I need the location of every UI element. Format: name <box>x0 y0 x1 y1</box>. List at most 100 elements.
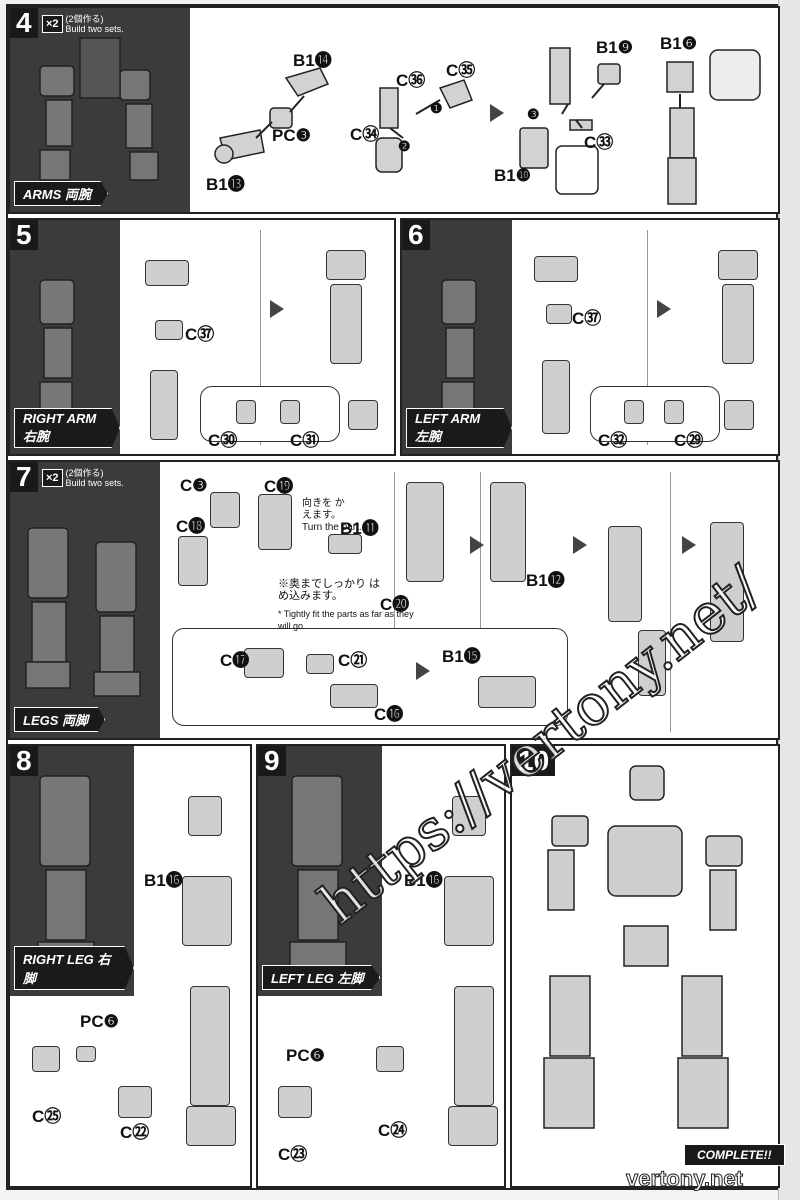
times-note-en: Build two sets. <box>65 478 124 488</box>
model-part-shape <box>348 400 378 430</box>
part-label: PC❸ <box>272 126 311 145</box>
section-label: LEGS 両脚 <box>14 707 106 732</box>
part-label: C⓰ <box>374 705 404 724</box>
arm-assembly-diagram <box>214 47 761 205</box>
model-part-shape <box>444 876 494 946</box>
part-label: PC❻ <box>80 1012 119 1031</box>
part-label: B1⓭ <box>206 175 245 194</box>
model-part-shape <box>244 648 284 678</box>
model-part-shape <box>454 986 494 1106</box>
model-part-shape <box>258 494 292 550</box>
model-part-shape <box>376 1046 404 1072</box>
reference-image: 6 LEFT ARM 左腕 <box>402 220 512 454</box>
step-number: 8 <box>10 746 38 776</box>
model-part-shape <box>76 1046 96 1062</box>
step-number: 5 <box>10 220 38 250</box>
turn-note-jp: 向きを かえます。 <box>302 498 345 521</box>
next-arrow <box>416 662 430 680</box>
model-part-shape <box>542 360 570 434</box>
robot-arm-silhouette <box>39 279 75 413</box>
fit-note-en: * Tightly fit the parts as far as they w… <box>278 609 414 631</box>
part-label: C㉑ <box>338 651 368 670</box>
build-twice-badge: ×2 (2個作る)Build two sets. <box>42 14 124 34</box>
model-part-shape <box>478 676 536 708</box>
reference-image: 5 RIGHT ARM 右腕 <box>10 220 120 454</box>
reference-image: 4 ×2 (2個作る)Build two sets. ARMS 両腕 <box>10 8 190 212</box>
robot-arm-silhouette <box>39 37 159 181</box>
section-label: LEFT ARM 左腕 <box>406 408 512 448</box>
model-part-shape <box>188 796 222 836</box>
model-part-shape <box>306 654 334 674</box>
part-label: B1⓯ <box>442 647 481 666</box>
order-marker: ❷ <box>398 138 411 154</box>
watermark-domain: vertony.net <box>626 1166 744 1192</box>
step-4-panel: 4 ×2 (2個作る)Build two sets. ARMS 両腕 <box>8 6 780 214</box>
instruction-sheet: 4 ×2 (2個作る)Build two sets. ARMS 両腕 <box>6 4 785 1192</box>
reference-image: 9 LEFT LEG 左脚 <box>258 746 382 996</box>
part-label: B1⓫ <box>340 519 379 538</box>
part-label: B1⓮ <box>293 51 332 70</box>
part-label: B1⓬ <box>526 571 565 590</box>
model-part-shape <box>280 400 300 424</box>
model-part-shape <box>326 250 366 280</box>
part-label: C㉟ <box>446 61 476 80</box>
part-label: C㉓ <box>278 1145 308 1164</box>
model-part-shape <box>608 526 642 622</box>
order-marker: ❸ <box>527 106 540 122</box>
robot-legs-silhouette <box>25 527 141 697</box>
step-number: 7 <box>10 462 38 492</box>
model-part-shape <box>406 482 444 582</box>
complete-badge: COMPLETE!! <box>684 1144 785 1166</box>
model-part-shape <box>722 284 754 364</box>
next-arrow <box>470 536 484 554</box>
step-number: 6 <box>402 220 430 250</box>
step-number: 9 <box>258 746 286 776</box>
model-part-shape <box>150 370 178 440</box>
part-label: C㊲ <box>185 325 215 344</box>
step-7-panel: 7 ×2 (2個作る)Build two sets. LEGS 両脚 C❸ C⓳… <box>8 460 780 740</box>
model-part-shape <box>118 1086 152 1118</box>
reference-image: 7 ×2 (2個作る)Build two sets. LEGS 両脚 <box>10 462 160 738</box>
next-arrow <box>490 104 504 122</box>
model-part-shape <box>328 534 362 554</box>
build-note: (2個作る)Build two sets. <box>66 14 124 34</box>
step-8-panel: 8 RIGHT LEG 右脚 B1⓰ PC❻ C㉕ C㉒ <box>8 744 252 1188</box>
step-6-panel: 6 LEFT ARM 左腕 C㊲ C㉜ C㉙ <box>400 218 780 456</box>
part-label: C❸ <box>180 476 208 495</box>
model-part-shape <box>330 684 378 708</box>
model-part-shape <box>190 986 230 1106</box>
part-label: C㉙ <box>674 431 704 450</box>
model-part-shape <box>155 320 183 340</box>
turn-note-en: Turn the part. <box>302 522 362 533</box>
model-part-shape <box>178 536 208 586</box>
section-label: LEFT LEG 左脚 <box>262 965 381 990</box>
times-badge: ×2 <box>42 469 63 487</box>
part-label: C⓳ <box>264 477 294 496</box>
step-number: 4 <box>10 8 38 38</box>
step-divider <box>670 472 671 732</box>
hand-subassembly-box <box>590 386 720 442</box>
part-label: C㉔ <box>378 1121 408 1140</box>
step-5-panel: 5 RIGHT ARM 右腕 C㊲ C㉚ C㉛ <box>8 218 396 456</box>
model-part-shape <box>546 304 572 324</box>
model-part-shape <box>638 630 666 696</box>
model-part-shape <box>534 256 578 282</box>
step-9-panel: 9 LEFT LEG 左脚 B1⓰ PC❻ C㉓ C㉔ <box>256 744 506 1188</box>
next-arrow <box>573 536 587 554</box>
part-label: C㉜ <box>598 431 628 450</box>
section-label: RIGHT ARM 右腕 <box>14 408 120 448</box>
part-label: C㉕ <box>32 1107 62 1126</box>
step-number: 10 <box>512 746 556 776</box>
model-part-shape <box>182 876 232 946</box>
model-part-shape <box>490 482 526 582</box>
part-label: C⓴ <box>380 595 410 614</box>
part-label: B1⓰ <box>404 871 443 890</box>
hand-subassembly-box <box>200 386 340 442</box>
part-label: C㉒ <box>120 1123 150 1142</box>
part-label: C㉚ <box>208 431 238 450</box>
model-part-shape <box>278 1086 312 1118</box>
fit-note-jp: ※奥までしっかり はめ込みます。 <box>278 578 381 602</box>
model-part-shape <box>664 400 684 424</box>
build-twice-badge: ×2 (2個作る)Build two sets. <box>42 468 124 488</box>
build-note: (2個作る)Build two sets. <box>66 468 124 488</box>
